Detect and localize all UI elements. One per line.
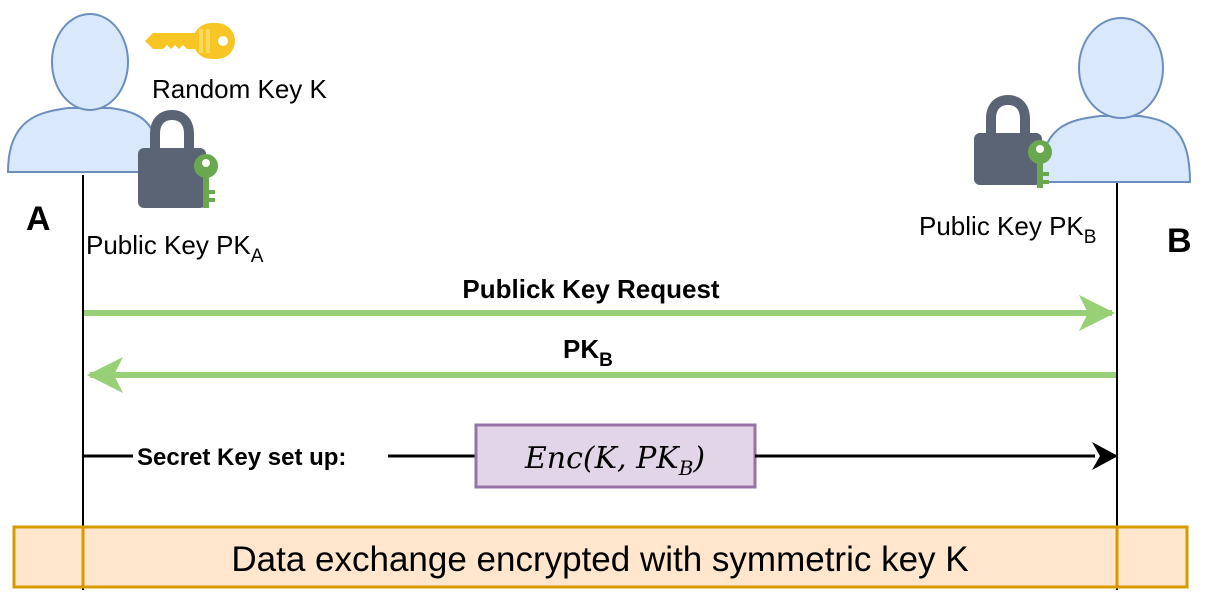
public-key-a-label: Public Key PKA: [86, 230, 264, 267]
setup-message-label: Secret Key set up:: [137, 444, 346, 471]
participant-b-label: B: [1167, 222, 1192, 260]
participant-a-label: A: [26, 200, 51, 238]
lock-icon: [974, 95, 1052, 188]
enc-expression: Enc(K, PKB): [524, 441, 705, 480]
setup-arrowhead: [1092, 442, 1118, 470]
key-icon: [1028, 140, 1052, 188]
key-icon: [194, 154, 218, 208]
public-key-b-label: Public Key PKB: [919, 211, 1096, 248]
response-message-label: PKB: [563, 334, 613, 371]
data-exchange-label: Data exchange encrypted with symmetric k…: [231, 540, 968, 579]
person-a-icon: [6, 13, 162, 173]
request-message-label: Publick Key Request: [462, 274, 720, 304]
key-icon: [145, 23, 235, 59]
person-b-icon: [1038, 17, 1192, 183]
random-key-label: Random Key K: [152, 74, 328, 104]
lock-icon: [138, 110, 218, 208]
data-exchange-band: [12, 525, 1189, 589]
